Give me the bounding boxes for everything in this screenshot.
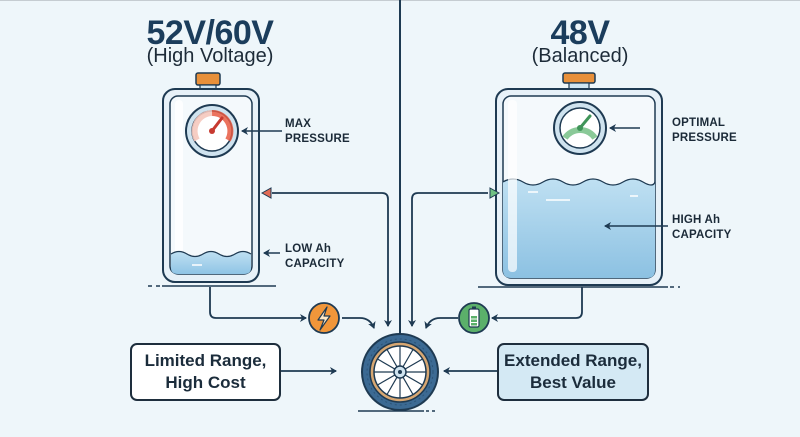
label-arrows (241, 124, 668, 257)
right-outcome-line2: Best Value (529, 373, 616, 392)
right-indicator-triangle (489, 187, 501, 199)
right-subtitle: (Balanced) (531, 45, 629, 67)
battery-icon (458, 302, 490, 334)
right-outcome-box: Extended Range, Best Value (497, 343, 649, 401)
right-level-label-line1: HIGH Ah (672, 214, 721, 226)
wheel-icon (358, 333, 439, 412)
left-outcome-line1: Limited Range, (144, 351, 267, 370)
right-level-label-line2: CAPACITY (672, 229, 732, 241)
left-outcome-line2: High Cost (165, 373, 246, 392)
left-tank (148, 72, 276, 287)
left-gauge-label: MAX PRESSURE (285, 117, 350, 147)
flow-lines (209, 192, 583, 375)
left-gauge-label-line2: PRESSURE (285, 133, 350, 145)
left-level-label-line2: CAPACITY (285, 258, 345, 270)
right-outcome-line1: Extended Range, (504, 351, 642, 370)
right-gauge-label-line2: PRESSURE (672, 132, 737, 144)
right-level-label: HIGH Ah CAPACITY (672, 213, 732, 243)
left-gauge-label-line1: MAX (285, 118, 312, 130)
left-level-label-line1: LOW Ah (285, 243, 332, 255)
left-subtitle: (High Voltage) (146, 45, 274, 67)
lightning-bolt-icon (308, 302, 340, 334)
right-tank (478, 72, 680, 288)
left-outcome-box: Limited Range, High Cost (130, 343, 281, 401)
left-title: 52V/60V (146, 14, 274, 52)
left-indicator-triangle (260, 187, 272, 199)
right-title: 48V (550, 14, 611, 52)
left-level-label: LOW Ah CAPACITY (285, 242, 345, 272)
right-gauge-label: OPTIMAL PRESSURE (672, 116, 737, 146)
right-gauge-label-line1: OPTIMAL (672, 117, 726, 129)
